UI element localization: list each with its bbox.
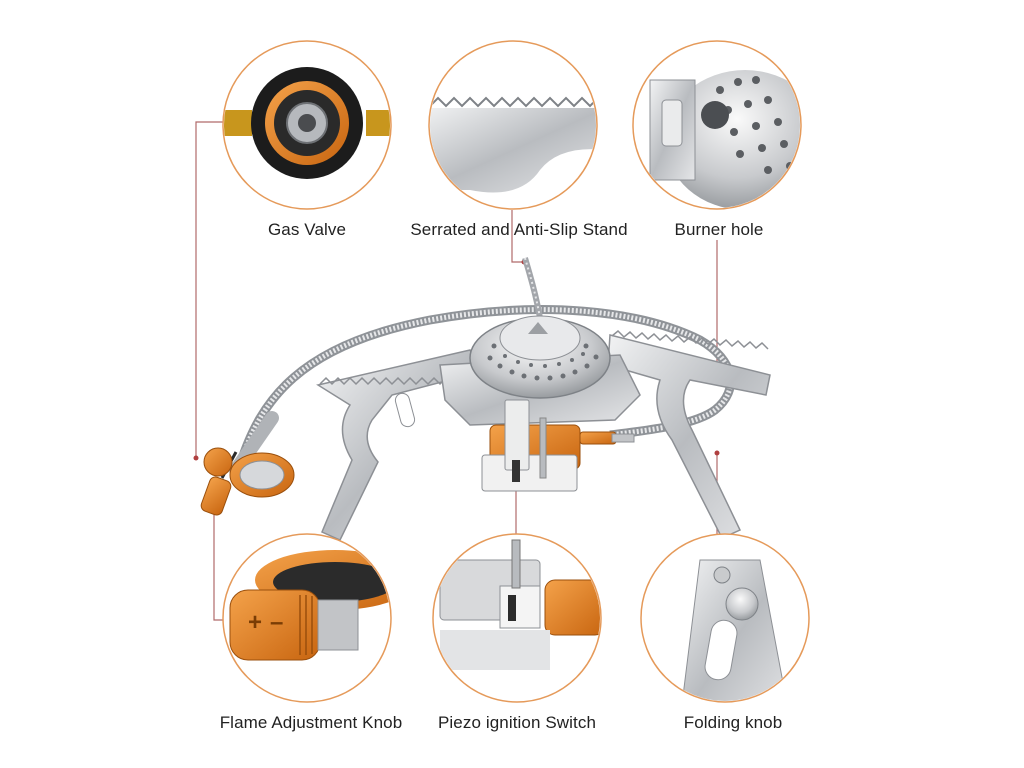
gas-hose [235,305,735,467]
gas-valve-detail [222,40,392,210]
folding-knob-detail [640,533,810,703]
burner-hole-label: Burner hole [674,220,764,239]
serrated-stand-label: Serrated and Anti-Slip Stand [410,220,628,239]
gas-valve-label: Gas Valve [267,220,347,239]
flame-knob-assembly [200,411,295,516]
flame-knob-label: Flame Adjustment Knob [219,713,403,732]
folding-knob-label: Folding knob [683,713,783,732]
serrated-pot-support-top [522,257,543,319]
burner-hole-detail [632,40,802,210]
piezo-igniter-body [481,399,635,492]
serrated-pot-support-left [316,349,482,541]
piezo-switch-detail [432,533,602,703]
flame-knob-detail [222,533,392,703]
burner-head [469,315,611,399]
knob-minus-symbol: – [270,609,283,636]
piezo-switch-label: Piezo ignition Switch [437,713,597,732]
knob-plus-symbol: + [248,609,262,636]
serrated-stand-detail [428,40,598,210]
